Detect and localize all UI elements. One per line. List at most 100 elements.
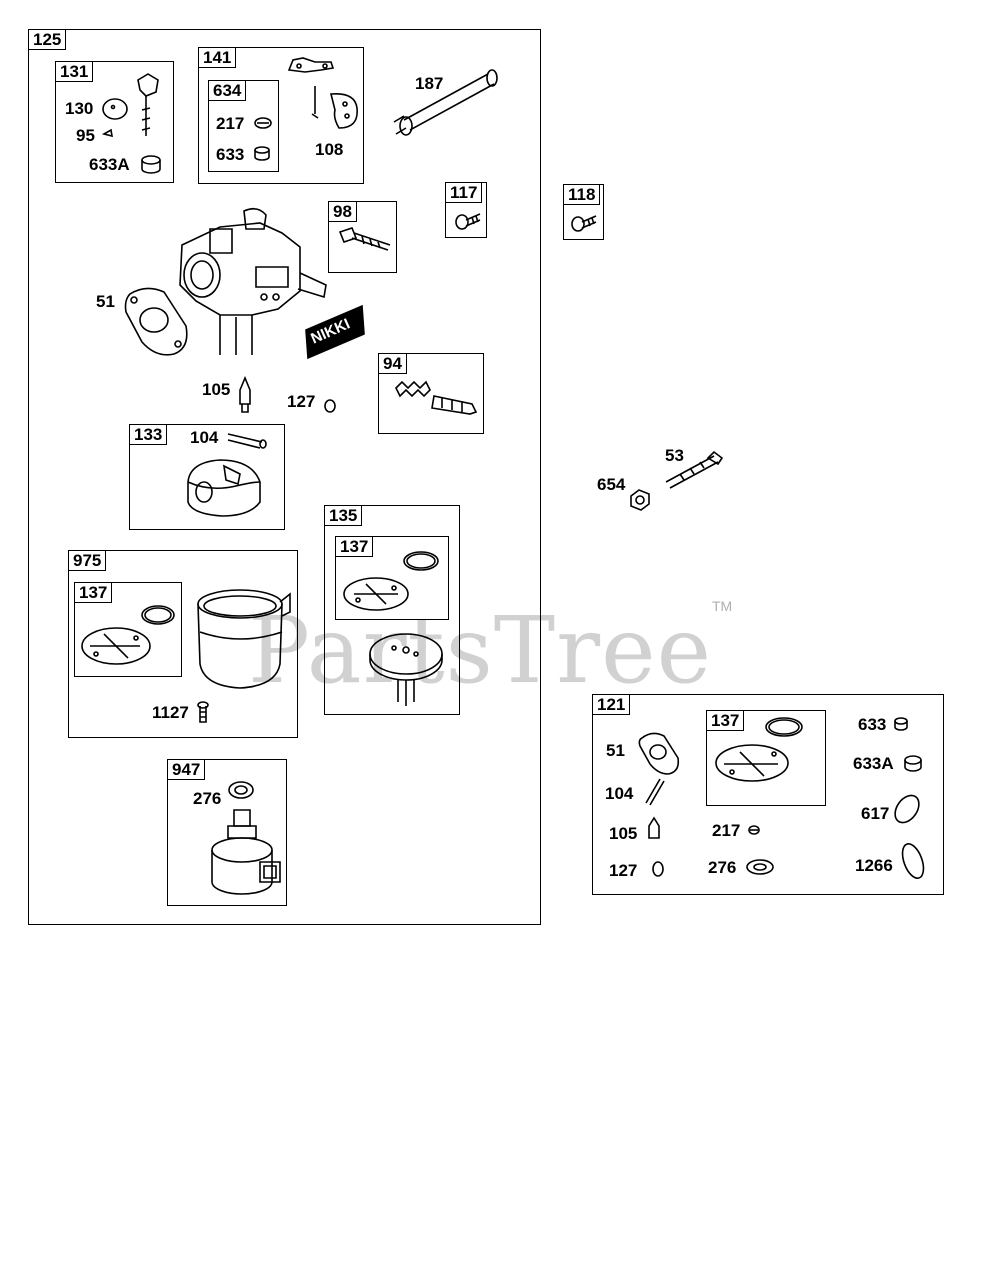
group-125-tag: 125: [28, 29, 67, 50]
group-94-frame: 94: [378, 353, 484, 434]
label-654: 654: [597, 475, 626, 494]
fuel-pipe-icon: [393, 69, 498, 136]
bushing-icon: [894, 717, 908, 731]
inlet-needle-icon: [648, 816, 660, 839]
group-634-frame: 634: [208, 80, 279, 172]
group-117-tag: 117: [445, 182, 483, 203]
fuel-solenoid-icon: [211, 809, 281, 895]
label-633A: 633A: [89, 155, 130, 174]
label-276: 276: [193, 789, 222, 808]
label-127: 127: [609, 861, 638, 880]
group-975-137-frame: 137: [74, 582, 182, 677]
pilot-screw-icon: [455, 213, 481, 230]
group-121-137-frame: 137: [706, 710, 826, 806]
nut-icon: [630, 489, 650, 511]
seal-icon: [141, 155, 161, 174]
label-130: 130: [65, 99, 94, 118]
group-118-frame: 118: [563, 184, 604, 240]
group-131-tag: 131: [55, 61, 94, 82]
clip-icon: [324, 399, 336, 413]
label-217: 217: [712, 821, 741, 840]
spring-clip-icon: [254, 117, 272, 129]
group-94-tag: 94: [378, 353, 407, 374]
washer-icon: [228, 781, 254, 799]
group-975-frame: 975: [68, 550, 298, 738]
fitting-icon: [665, 450, 724, 489]
group-947-tag: 947: [167, 759, 206, 780]
idle-screw-icon: [571, 215, 597, 232]
label-108: 108: [315, 140, 344, 159]
bowl-gasket-icon: [715, 744, 789, 782]
label-53: 53: [665, 446, 684, 465]
group-634-tag: 634: [208, 80, 247, 101]
group-117-frame: 117: [445, 182, 487, 238]
oring-icon: [765, 717, 803, 737]
seal-icon: [904, 755, 922, 772]
label-187: 187: [415, 74, 444, 93]
watermark: PartsTree: [248, 597, 713, 704]
label-633: 633: [216, 145, 245, 164]
group-135-tag: 135: [324, 505, 363, 526]
label-51: 51: [96, 292, 115, 311]
label-276: 276: [708, 858, 737, 877]
label-617: 617: [861, 804, 890, 823]
label-104: 104: [605, 784, 634, 803]
screw-icon: [101, 128, 113, 138]
label-104: 104: [190, 428, 219, 447]
throttle-plate-icon: [329, 92, 358, 129]
label-633: 633: [858, 715, 887, 734]
group-135-frame: 135: [324, 505, 460, 715]
group-141-frame: 141: [198, 47, 364, 184]
float-icon: [187, 459, 261, 517]
oring-icon: [901, 843, 925, 879]
bowl-gasket-icon: [343, 577, 409, 611]
group-135-137-tag: 137: [335, 536, 374, 557]
nikki-label-plate-icon: [305, 304, 365, 360]
oring-icon: [894, 794, 920, 824]
group-141-tag: 141: [198, 47, 237, 68]
throttle-shaft-icon: [311, 86, 319, 119]
group-121-tag: 121: [592, 694, 631, 715]
group-98-frame: 98: [328, 201, 397, 273]
clip-icon: [652, 861, 664, 877]
float-pin-icon: [645, 778, 665, 806]
group-125-frame: 125: [28, 29, 541, 925]
label-1266: 1266: [855, 856, 893, 875]
choke-shaft-icon: [137, 73, 159, 136]
bushing-icon: [254, 146, 270, 161]
float-pin-icon: [227, 433, 267, 449]
washer-icon: [746, 859, 774, 875]
label-105: 105: [609, 824, 638, 843]
label-217: 217: [216, 114, 245, 133]
label-51: 51: [606, 741, 625, 760]
label-1127: 1127: [152, 703, 189, 722]
solenoid-plate-icon: [369, 633, 443, 706]
label-633A: 633A: [853, 754, 894, 773]
carburetor-body-icon: [179, 207, 327, 355]
gasket-icon: [124, 287, 188, 356]
group-98-tag: 98: [328, 201, 357, 222]
group-975-137-tag: 137: [74, 582, 113, 603]
oring-icon: [403, 551, 439, 571]
group-133-frame: 133: [129, 424, 285, 530]
watermark-trademark: TM: [712, 598, 733, 614]
throttle-lever-icon: [287, 57, 335, 73]
gasket-icon: [638, 732, 680, 775]
adjust-screw-icon: [338, 227, 391, 251]
bowl-screw-icon: [197, 701, 209, 723]
label-95: 95: [76, 126, 95, 145]
group-133-tag: 133: [129, 424, 168, 445]
mixture-screw-icon: [395, 380, 478, 415]
group-975-tag: 975: [68, 550, 107, 571]
group-947-frame: 947: [167, 759, 287, 906]
oring-icon: [141, 605, 175, 625]
group-121-frame: 121: [592, 694, 944, 895]
inlet-needle-icon: [239, 375, 251, 413]
float-bowl-icon: [197, 589, 291, 689]
group-135-137-frame: 137: [335, 536, 449, 620]
group-131-frame: 131: [55, 61, 174, 183]
bowl-gasket-icon: [81, 627, 151, 665]
spring-clip-icon: [748, 825, 760, 835]
choke-plate-icon: [102, 98, 128, 120]
label-105: 105: [202, 380, 231, 399]
